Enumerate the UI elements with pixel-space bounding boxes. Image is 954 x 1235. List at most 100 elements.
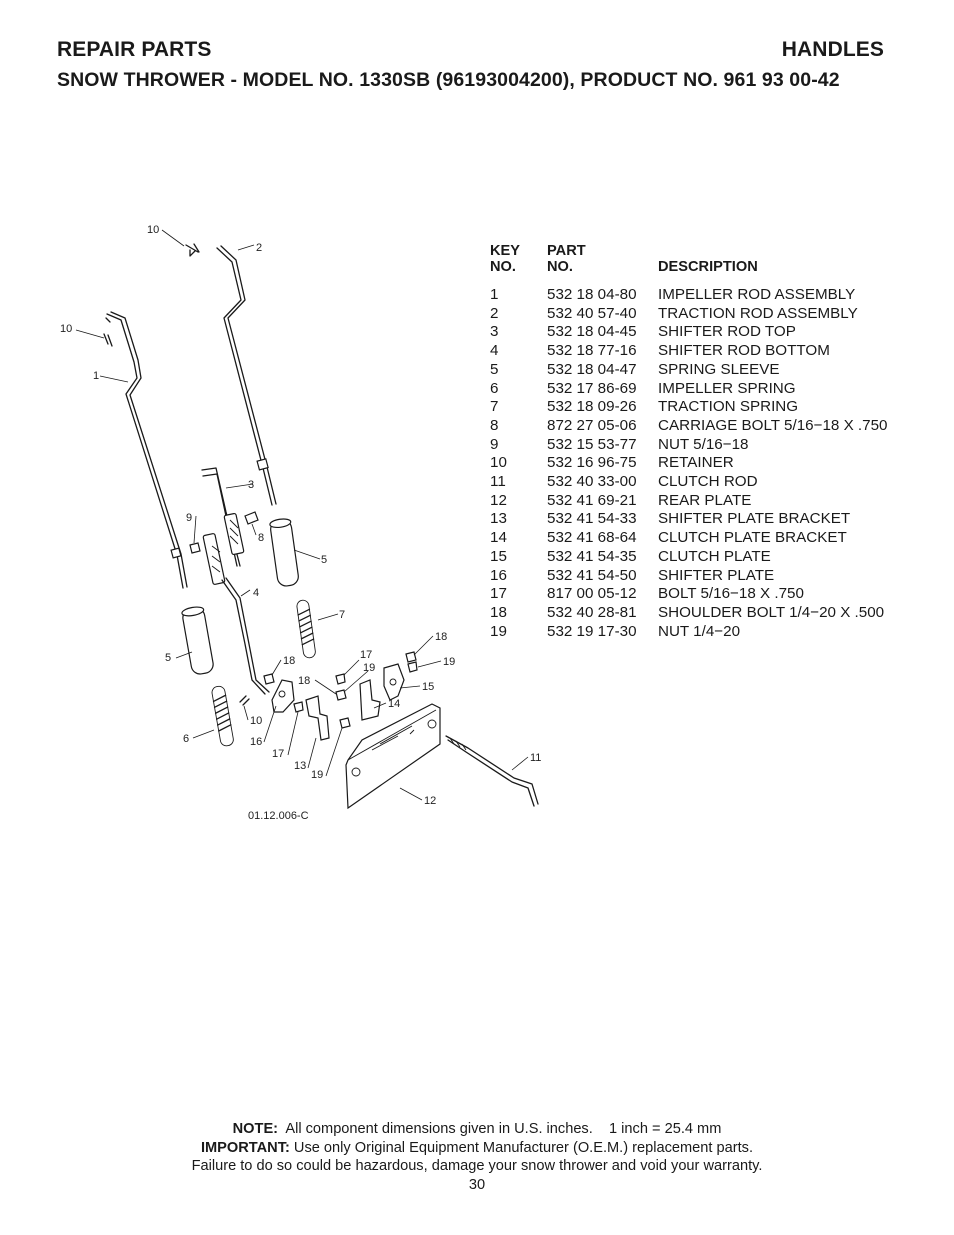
traction-rod-assembly	[216, 245, 277, 506]
table-row: 6 532 17 86-69 IMPELLER SPRING	[490, 380, 887, 399]
key-cell: 6	[490, 379, 499, 397]
retainer-left	[103, 317, 113, 347]
header-key-no: KEY NO.	[490, 243, 521, 275]
subtitle-suffix: (96193004200), PRODUCT NO. 961 93 00-42	[430, 69, 840, 91]
callout-10: 10	[250, 715, 262, 727]
clutch-rod	[445, 735, 539, 807]
callout-17: 17	[272, 748, 284, 760]
callout-3: 3	[248, 479, 254, 491]
key-cell: 9	[490, 435, 499, 453]
diagram-code: 01.12.006-C	[248, 810, 309, 822]
callout-19: 19	[443, 656, 455, 668]
part-number-cell: 532 41 69-21	[547, 491, 637, 509]
key-cell: 16	[490, 566, 507, 584]
callout-labels: 10 2 10 1 3 9 8 5 4 7 5 18 17 19 18 19 1…	[60, 224, 541, 822]
part-number-cell: 532 18 04-47	[547, 360, 637, 378]
part-number-cell: 532 41 54-35	[547, 547, 637, 565]
clutch-plate	[383, 663, 405, 701]
table-row: 18 532 40 28-81 SHOULDER BOLT 1/4−20 X .50…	[490, 604, 887, 623]
spring-sleeve-lower	[181, 606, 214, 675]
bolt-center	[335, 673, 346, 685]
key-cell: 2	[490, 304, 499, 322]
callout-18: 18	[283, 655, 295, 667]
table-row: 13 532 41 54-33 SHIFTER PLATE BRACKET	[490, 510, 887, 529]
part-number-cell: 532 19 17-30	[547, 622, 637, 640]
carriage-bolt	[244, 511, 259, 525]
description-cell: SHIFTER PLATE BRACKET	[658, 510, 851, 528]
impeller-rod-assembly	[106, 311, 188, 589]
part-number-cell: 532 40 28-81	[547, 603, 637, 621]
callout-13: 13	[294, 760, 306, 772]
key-cell: 10	[490, 454, 507, 472]
part-number-cell: 532 41 54-33	[547, 510, 637, 528]
description-cell: REAR PLATE	[658, 491, 752, 509]
part-number-cell: 532 17 86-69	[547, 379, 637, 397]
key-cell: 3	[490, 323, 499, 341]
callout-14: 14	[388, 698, 400, 710]
shifter-plate-bracket	[305, 695, 330, 741]
callout-7: 7	[339, 609, 345, 621]
description-cell: IMPELLER ROD ASSEMBLY	[658, 286, 856, 303]
callout-19: 19	[311, 769, 323, 781]
table-row: 15 532 41 54-35 CLUTCH PLATE	[490, 548, 887, 567]
nut-right	[407, 661, 418, 673]
traction-spring	[296, 599, 316, 659]
description-cell: TRACTION SPRING	[658, 398, 799, 416]
description-cell: IMPELLER SPRING	[658, 379, 796, 397]
part-number-cell: 532 41 68-64	[547, 529, 637, 547]
key-cell: 7	[490, 398, 499, 416]
callout-11: 11	[530, 752, 541, 764]
key-cell: 15	[490, 547, 507, 565]
description-cell: CLUTCH ROD	[658, 473, 758, 491]
table-header-row: KEY NO. PART NO. DESCRIPTION	[490, 243, 887, 286]
callout-16: 16	[250, 736, 262, 748]
description-cell: NUT 5/16−18	[658, 435, 749, 453]
description-cell: SHOULDER BOLT 1/4−20 X .500	[658, 603, 885, 621]
impeller-spring	[211, 685, 234, 747]
shoulder-bolt-left	[263, 673, 275, 685]
callout-18: 18	[435, 631, 447, 643]
page-number: 30	[468, 1176, 486, 1193]
leader-lines	[75, 229, 529, 801]
callout-5: 5	[165, 652, 171, 664]
page-section-title: REPAIR PARTS	[57, 38, 212, 61]
retainer-bottom	[239, 695, 250, 706]
description-cell: BOLT 5/16−18 X .750	[658, 585, 804, 603]
callout-18: 18	[298, 675, 310, 687]
key-cell: 18	[490, 603, 507, 621]
callout-6: 6	[183, 733, 189, 745]
key-cell: 19	[490, 622, 507, 640]
part-number-cell: 532 18 77-16	[547, 342, 637, 360]
spring-sleeve-upper	[269, 518, 299, 587]
key-cell: 12	[490, 491, 507, 509]
shifter-rod-bottom	[202, 533, 270, 695]
callout-12: 12	[424, 795, 436, 807]
description-cell: RETAINER	[658, 454, 734, 472]
nut-center	[335, 689, 347, 701]
callout-19: 19	[363, 662, 375, 674]
description-cell: CLUTCH PLATE	[658, 547, 771, 565]
callout-8: 8	[258, 532, 264, 544]
retainer-top	[185, 243, 200, 257]
callout-15: 15	[422, 681, 434, 693]
header-part-no: PART NO.	[547, 243, 586, 275]
page-footer: NOTE: All component dimensions given in …	[0, 1120, 954, 1194]
note-line: NOTE: All component dimensions given in …	[232, 1121, 722, 1137]
part-number-cell: 532 40 57-40	[547, 304, 637, 322]
key-cell: 1	[490, 286, 499, 303]
table-row: 12 532 41 69-21 REAR PLATE	[490, 492, 887, 511]
bolt-lower	[293, 701, 304, 713]
key-cell: 13	[490, 510, 507, 528]
key-cell: 4	[490, 342, 499, 360]
nut-left	[189, 542, 201, 554]
